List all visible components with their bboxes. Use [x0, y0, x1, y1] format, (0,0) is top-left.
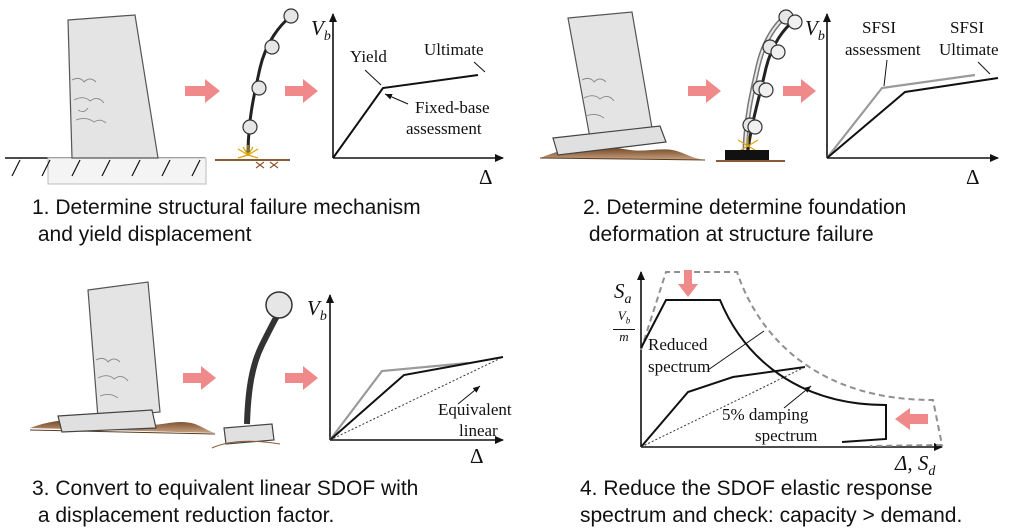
- structural-wall: [67, 14, 159, 159]
- yield-label: Yield: [350, 47, 387, 66]
- y-axis-label: Vb: [311, 16, 331, 45]
- pushover-chart-3: [326, 294, 504, 444]
- assessment-label: assessment: [406, 119, 482, 138]
- assessment-label: assessment: [845, 40, 921, 59]
- pushover-chart-1: [329, 13, 504, 162]
- x-axis-label: Δ: [479, 165, 493, 189]
- y-axis-label: Vb: [307, 296, 327, 325]
- fixed-base-curve-gray: [329, 361, 469, 441]
- stick-model: [215, 8, 299, 169]
- panel-4: [637, 270, 944, 451]
- fixed-base-curve: [332, 74, 479, 159]
- reduction-arrow-left: [895, 408, 928, 430]
- x-axis-label: Δ, Sd: [895, 451, 936, 480]
- damping-label: 5% damping: [722, 405, 809, 424]
- tilted-wall-on-foundation: [552, 11, 667, 156]
- sdof-model: [211, 291, 293, 449]
- spectrum-label: spectrum: [648, 357, 711, 376]
- capacity-curve: [640, 366, 806, 448]
- process-arrow: [688, 79, 721, 103]
- elastic-spectrum-dashed: [640, 271, 944, 447]
- process-arrow: [285, 366, 318, 390]
- strength-ratio-label: Vb m: [613, 309, 635, 344]
- process-arrow: [183, 366, 216, 390]
- sfsi-curve: [329, 356, 504, 441]
- stick-model-sfsi: [716, 9, 803, 162]
- fixed-base-curve-gray: [826, 73, 976, 159]
- fixed-base-label: Fixed-base: [415, 98, 490, 117]
- tilted-wall-on-foundation: [57, 281, 161, 433]
- ground-hatch: [5, 157, 207, 185]
- reduced-label: Reduced: [648, 335, 708, 354]
- caption-2: 2. Determine determine foundation deform…: [583, 196, 907, 246]
- sfsi-label: SFSI: [862, 18, 897, 37]
- reduction-arrow-down: [678, 270, 698, 297]
- spectrum-label: spectrum: [755, 426, 818, 445]
- linear-label: linear: [459, 421, 498, 440]
- y-axis-label: Vb: [805, 16, 825, 45]
- y-axis-label: Sa: [614, 279, 632, 308]
- x-axis-label: Δ: [966, 165, 980, 189]
- process-arrow: [783, 79, 816, 103]
- ultimate-label: Ultimate: [424, 40, 484, 59]
- pushover-chart-2: [823, 13, 999, 162]
- equivalent-label: Equivalent: [438, 400, 512, 419]
- spectrum-chart: [637, 271, 944, 451]
- panel-1: [5, 8, 504, 185]
- panel-3: [29, 281, 504, 449]
- process-arrow: [185, 79, 220, 103]
- equivalent-linear-line: [640, 366, 806, 448]
- reduced-spectrum: [640, 299, 887, 443]
- sfsi-curve: [826, 77, 999, 159]
- panel-2: [539, 9, 999, 162]
- sfsi-label: SFSI: [950, 18, 985, 37]
- caption-3: 3. Convert to equivalent linear SDOF wit…: [32, 477, 419, 527]
- x-axis-label: Δ: [470, 444, 484, 468]
- caption-1: 1. Determine structural failure mechanis…: [32, 196, 421, 246]
- process-arrow: [285, 79, 318, 103]
- ultimate-label: Ultimate: [939, 40, 999, 59]
